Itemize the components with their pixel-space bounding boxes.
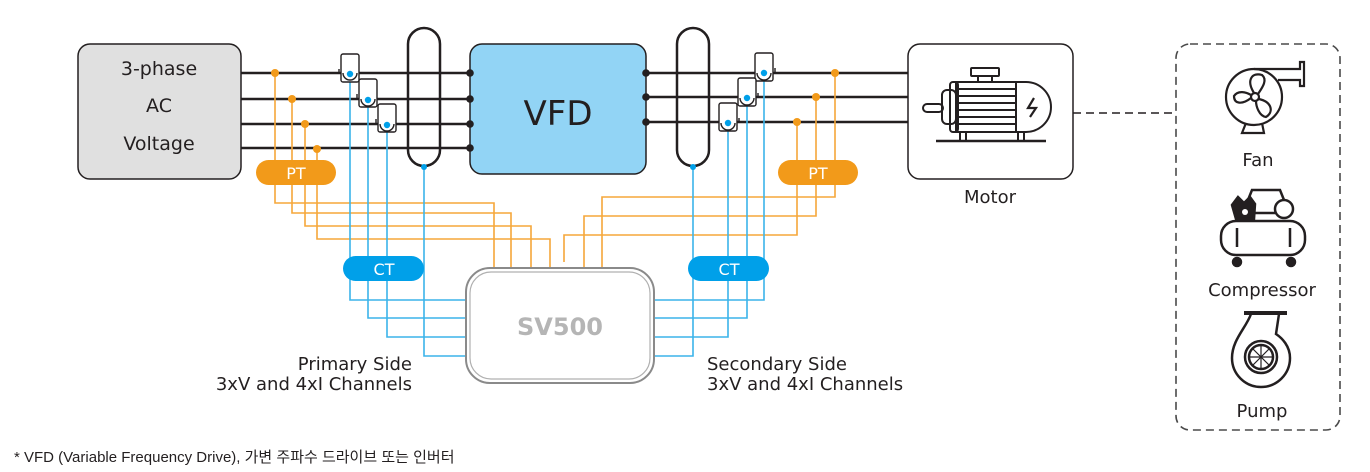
ct-clamp-icon	[356, 78, 378, 108]
ct-primary-label: CT	[374, 260, 395, 279]
pt-badge-secondary: PT	[778, 160, 858, 185]
secondary-power-lines	[646, 71, 910, 124]
sv500-device: SV500	[465, 267, 655, 384]
ct-clamp-icon	[338, 53, 360, 83]
pt-secondary-label: PT	[808, 164, 828, 183]
motor-box: Motor	[907, 43, 1074, 208]
source-label-line1: 3-phase	[121, 58, 197, 80]
secondary-leakage-ct-loop	[675, 26, 711, 170]
secondary-ct-wires	[650, 73, 765, 357]
pt-badge-primary: PT	[256, 160, 336, 185]
primary-side-channels: 3xV and 4xI Channels	[216, 374, 412, 395]
vfd-terminals	[466, 69, 650, 152]
ac-source-box: 3-phase AC Voltage	[77, 43, 242, 180]
source-label-line3: Voltage	[123, 133, 194, 155]
load-label-fan: Fan	[1242, 150, 1273, 171]
load-label-pump: Pump	[1237, 401, 1288, 422]
primary-ct-clamps	[338, 53, 397, 133]
loads-panel: Fan Compressor Pump	[1175, 43, 1341, 431]
primary-pt-tap-dots	[271, 69, 321, 153]
compressor-icon	[1219, 188, 1307, 268]
secondary-side-channels: 3xV and 4xI Channels	[707, 374, 903, 395]
pt-primary-label: PT	[286, 164, 306, 183]
primary-ct-wires	[349, 74, 470, 357]
primary-side-title: Primary Side	[298, 354, 412, 375]
electric-motor-icon	[922, 67, 1052, 143]
primary-leakage-ct-loop	[406, 26, 442, 170]
vfd-box: VFD	[466, 43, 650, 175]
secondary-side-title: Secondary Side	[707, 354, 847, 375]
ct-clamp-icon	[375, 103, 397, 133]
footnote: * VFD (Variable Frequency Drive), 가변 주파수…	[14, 449, 455, 466]
load-label-compressor: Compressor	[1208, 280, 1316, 301]
ct-clamp-icon	[737, 77, 759, 107]
pump-icon	[1230, 311, 1292, 389]
ct-clamp-icon	[754, 52, 776, 82]
ct-clamp-icon	[718, 102, 740, 132]
source-label-line2: AC	[146, 95, 172, 117]
device-label: SV500	[517, 313, 603, 341]
fan-icon	[1224, 60, 1306, 135]
motor-label: Motor	[964, 187, 1017, 208]
secondary-pt-tap-dots	[793, 69, 839, 126]
secondary-ct-clamps	[718, 52, 776, 132]
vfd-label: VFD	[524, 94, 593, 134]
ct-badge-secondary: CT	[688, 256, 769, 281]
ct-secondary-label: CT	[719, 260, 740, 279]
ct-badge-primary: CT	[343, 256, 424, 281]
